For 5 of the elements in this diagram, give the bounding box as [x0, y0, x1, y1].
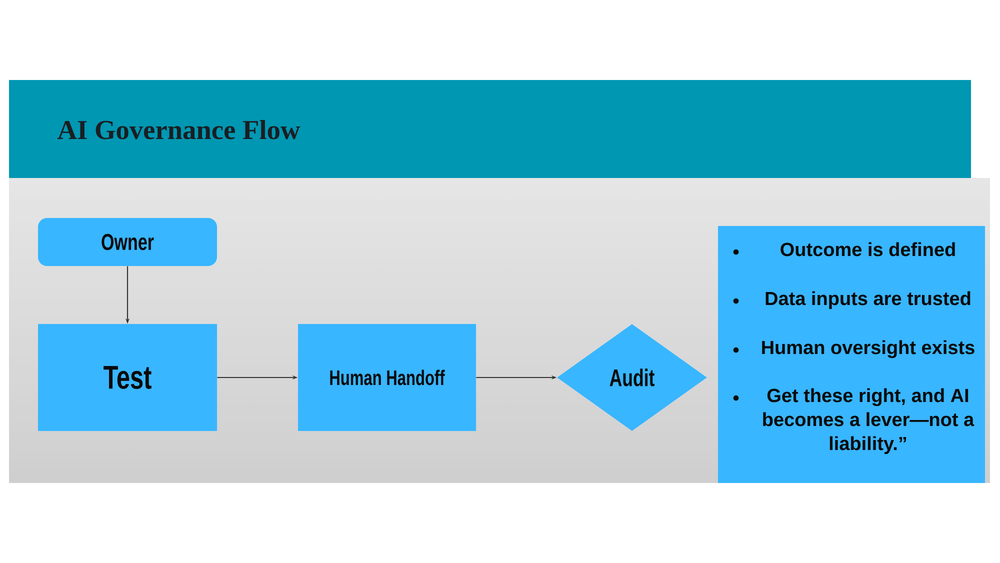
title-banner: AI Governance Flow: [9, 80, 971, 178]
text-panel: Outcome is defined Data inputs are trusted Human oversight exists Get these right, and AI becomes a lever—not a liability.”: [718, 226, 985, 483]
process-box: Test: [38, 324, 217, 431]
rounded-box: Owner: [38, 218, 217, 266]
process-box: Human Handoff: [298, 324, 476, 431]
